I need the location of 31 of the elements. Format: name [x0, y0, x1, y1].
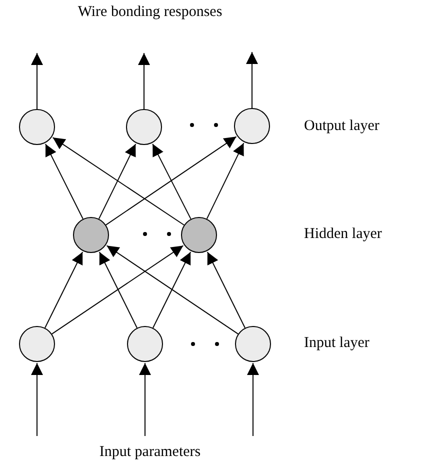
arrow	[98, 144, 136, 220]
arrow	[139, 362, 151, 436]
arrow	[152, 252, 192, 328]
arrow	[247, 362, 259, 436]
neuron	[235, 326, 271, 362]
arrow	[206, 252, 246, 328]
arrow	[31, 362, 43, 436]
layer-label: Output layer	[304, 117, 380, 136]
axis-title: Wire bonding responses	[76, 3, 224, 22]
axis-title: Input parameters	[98, 443, 202, 462]
arrow	[44, 252, 84, 328]
arrow	[246, 52, 258, 108]
arrow	[105, 136, 237, 226]
hidden-neuron	[73, 217, 109, 253]
arrow	[206, 142, 244, 220]
arrow	[51, 245, 184, 334]
hidden-neuron	[181, 217, 217, 253]
arrow	[98, 252, 138, 328]
arrow	[138, 52, 150, 110]
arrow	[152, 143, 192, 220]
neuron	[126, 109, 162, 145]
neuron	[19, 326, 55, 362]
arrow	[106, 245, 239, 334]
layer-label: Hidden layer	[304, 225, 382, 244]
arrow	[45, 144, 84, 220]
neuron	[19, 109, 55, 145]
arrow	[52, 137, 185, 226]
neuron	[234, 108, 270, 144]
layer-label: Input layer	[304, 334, 370, 353]
neuron	[127, 326, 163, 362]
arrow	[31, 52, 43, 110]
